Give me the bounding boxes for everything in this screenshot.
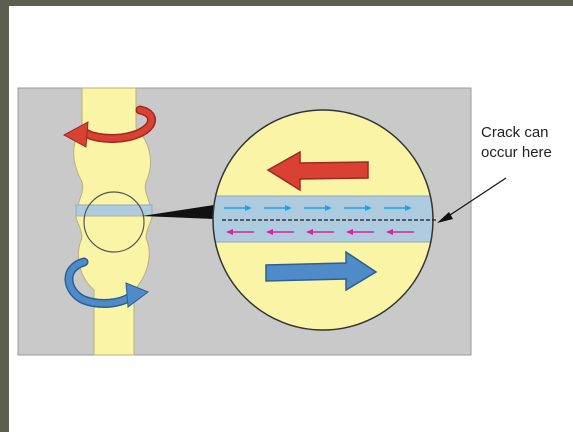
crack-annotation: Crack can occur here <box>481 123 573 163</box>
crack-annotation-line2: occur here <box>481 143 573 163</box>
crack-annotation-line1: Crack can <box>481 123 573 143</box>
